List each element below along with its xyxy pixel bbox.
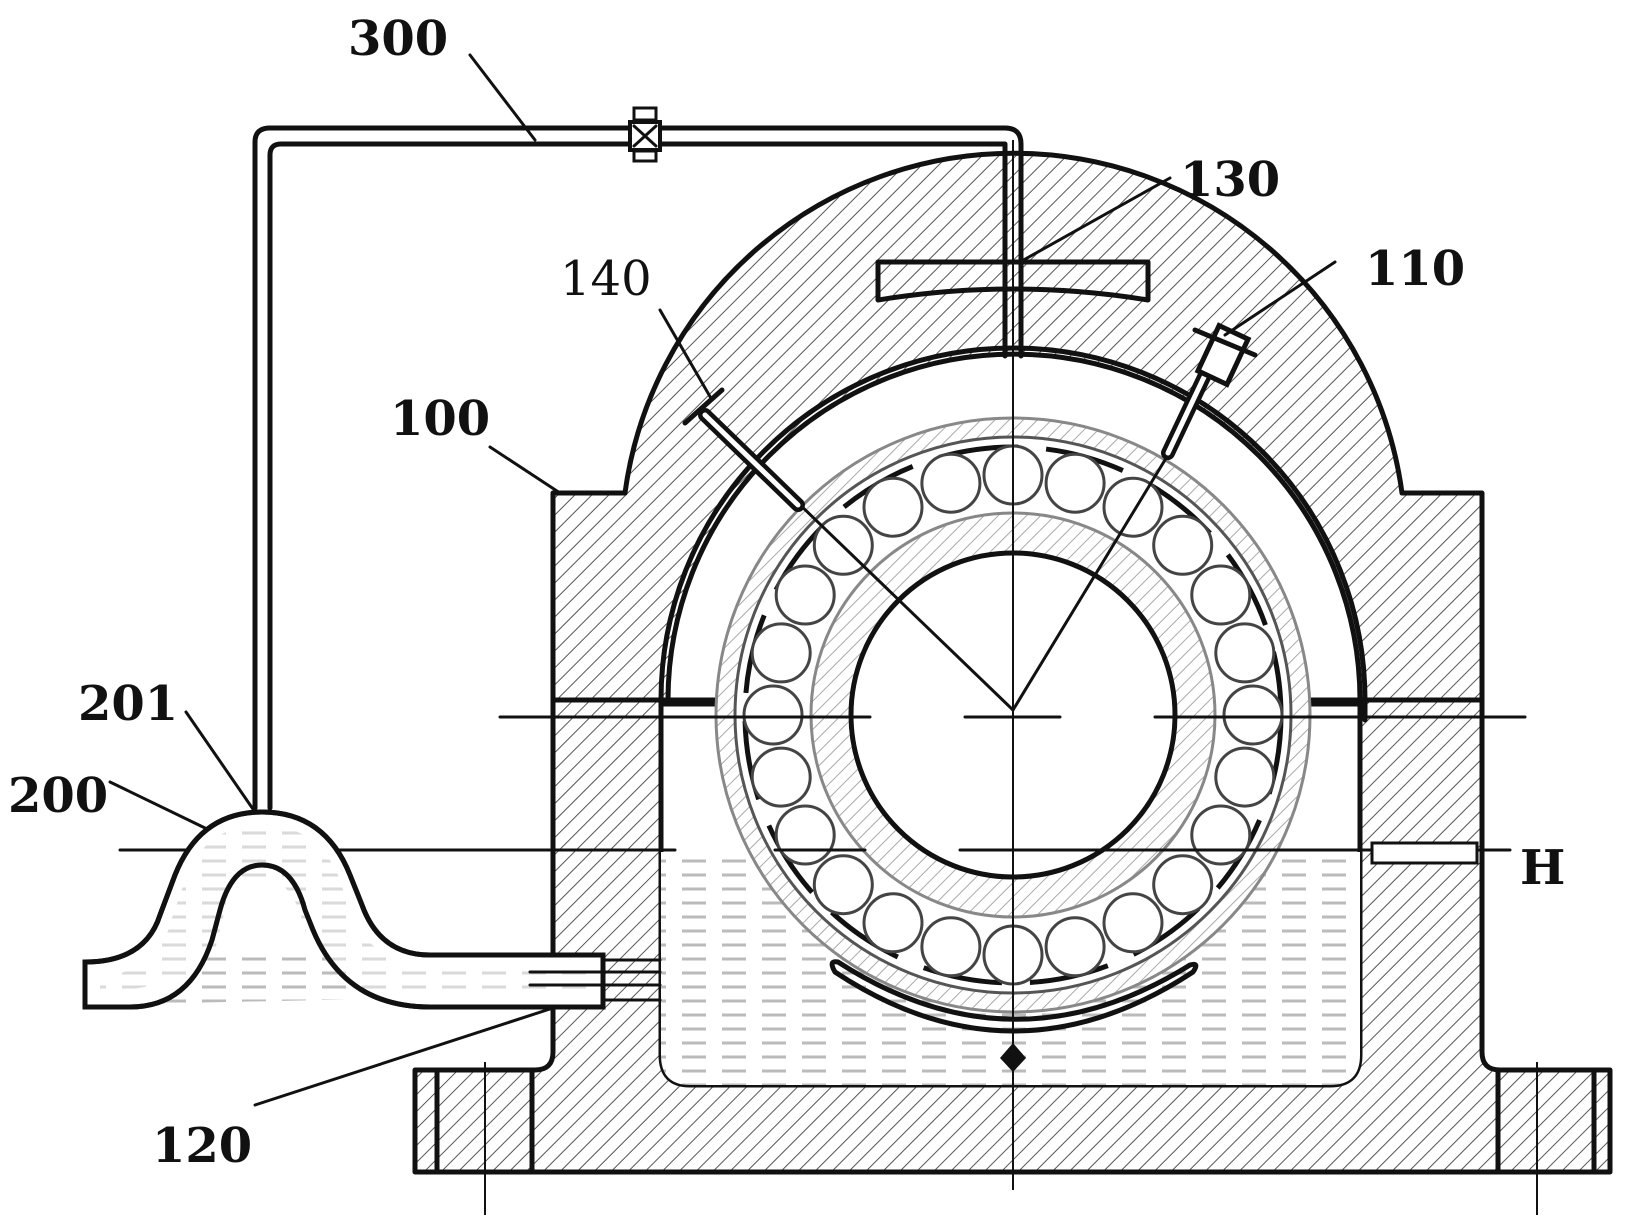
rolling-ball: [1192, 806, 1250, 864]
rolling-ball: [814, 856, 872, 914]
rolling-ball: [864, 894, 922, 952]
label-130: 130: [1180, 152, 1280, 208]
rolling-ball: [744, 686, 802, 744]
label-120: 120: [152, 1118, 252, 1174]
rolling-ball: [752, 748, 810, 806]
rolling-ball: [1104, 894, 1162, 952]
rolling-ball: [776, 806, 834, 864]
label-201: 201: [78, 676, 178, 732]
level-port: [1372, 843, 1477, 863]
rolling-ball: [776, 566, 834, 624]
rolling-ball: [1104, 478, 1162, 536]
label-300: 300: [348, 11, 448, 67]
rolling-ball: [1224, 686, 1282, 744]
rolling-ball: [752, 624, 810, 682]
rolling-ball: [922, 454, 980, 512]
rolling-ball: [1192, 566, 1250, 624]
rolling-ball: [1216, 624, 1274, 682]
rolling-ball: [1046, 918, 1104, 976]
rolling-ball: [864, 478, 922, 536]
rolling-ball: [1154, 516, 1212, 574]
rolling-ball: [1154, 856, 1212, 914]
rolling-ball: [1216, 748, 1274, 806]
label-h: H: [1520, 840, 1565, 896]
label-100: 100: [390, 391, 490, 447]
rolling-ball: [1046, 454, 1104, 512]
label-110: 110: [1365, 241, 1465, 297]
label-140: 140: [560, 251, 652, 307]
rolling-ball: [922, 918, 980, 976]
label-200: 200: [8, 768, 108, 824]
